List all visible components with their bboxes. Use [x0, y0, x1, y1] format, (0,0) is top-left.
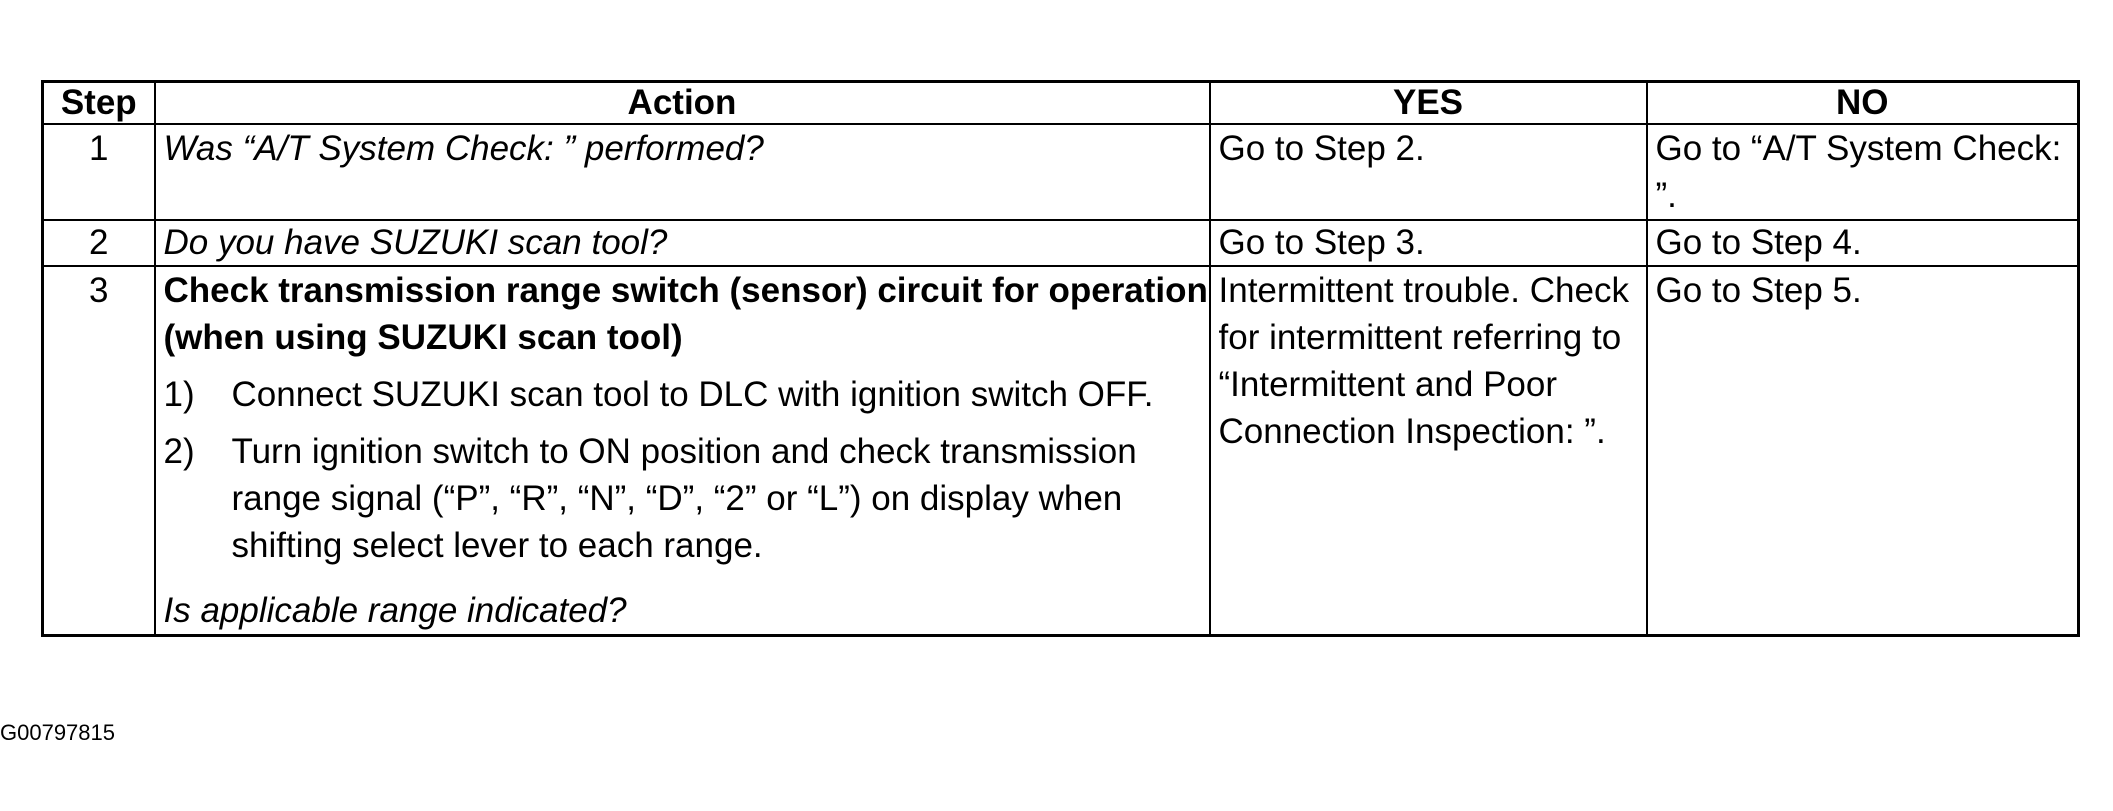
header-yes: YES — [1208, 80, 1648, 125]
no-cell: Go to “A/T System Check: ”. — [1645, 123, 2080, 221]
list-item: 1) Connect SUZUKI scan tool to DLC with … — [164, 371, 1209, 418]
header-step: Step — [41, 80, 156, 125]
action-title: Check transmission range switch (sensor)… — [163, 271, 1208, 357]
list-item: 2) Turn ignition switch to ON position a… — [164, 428, 1209, 569]
step-number: 3 — [41, 265, 156, 637]
action-question: Is applicable range indicated? — [163, 591, 627, 630]
table-row: 1 Was “A/T System Check: ” performed? Go… — [41, 123, 2080, 221]
header-action: Action — [153, 80, 1211, 125]
step-number: 1 — [41, 123, 156, 221]
no-cell: Go to Step 4. — [1645, 219, 2080, 267]
step-number: 2 — [41, 219, 156, 267]
yes-cell: Go to Step 3. — [1208, 219, 1648, 267]
header-no: NO — [1645, 80, 2080, 125]
table-row: 3 Check transmission range switch (senso… — [41, 265, 2080, 637]
substep-text: Connect SUZUKI scan tool to DLC with ign… — [231, 375, 1154, 414]
action-cell: Check transmission range switch (sensor)… — [153, 265, 1211, 637]
table-header-row: Step Action YES NO — [41, 80, 2080, 125]
substep-number: 1) — [163, 375, 195, 414]
figure-id: G00797815 — [0, 720, 115, 745]
yes-cell: Go to Step 2. — [1208, 123, 1648, 221]
substep-list: 1) Connect SUZUKI scan tool to DLC with … — [164, 371, 1209, 569]
diagnostic-table: Step Action YES NO 1 Was “A/T System Che… — [41, 80, 2080, 637]
no-cell: Go to Step 5. — [1645, 265, 2080, 637]
yes-cell: Intermittent trouble. Check for intermit… — [1208, 265, 1648, 637]
action-cell: Do you have SUZUKI scan tool? — [153, 219, 1211, 267]
substep-text: Turn ignition switch to ON position and … — [231, 432, 1137, 565]
action-cell: Was “A/T System Check: ” performed? — [153, 123, 1211, 221]
substep-number: 2) — [163, 432, 195, 471]
table-row: 2 Do you have SUZUKI scan tool? Go to St… — [41, 219, 2080, 267]
